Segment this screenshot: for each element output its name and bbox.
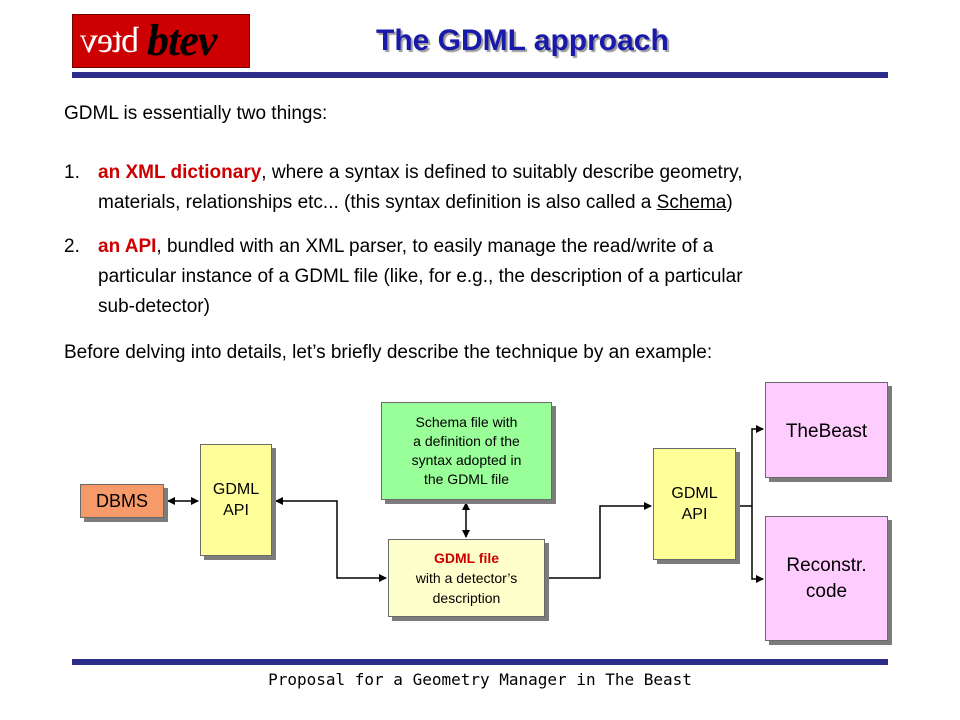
highlight-text: an API (98, 236, 157, 257)
list-item-line: 2. an API, bundled with an XML parser, to… (64, 232, 924, 262)
box-line: syntax adopted in (411, 452, 522, 468)
schema-underlined-text: Schema (656, 192, 727, 213)
footer-text: Proposal for a Geometry Manager in The B… (268, 670, 692, 689)
reconstr-code-box: Reconstr. code (765, 516, 888, 641)
box-line: the GDML file (423, 471, 510, 487)
box-line: code (805, 580, 848, 602)
box-line: a definition of the (413, 433, 520, 449)
arrow-api-gdmlfile (275, 497, 387, 582)
list-item-line: 1. an XML dictionary, where a syntax is d… (64, 158, 924, 188)
box-line: Schema file with (415, 414, 518, 430)
intro-text: GDML is essentially two things: (64, 103, 328, 124)
thebeast-box: TheBeast (765, 382, 888, 478)
arrow-to-reconstr (751, 506, 764, 583)
list-item-line: sub-detector) (98, 296, 210, 317)
gdml-api-box-right: GDML API (653, 448, 736, 560)
box-line: API (681, 506, 708, 523)
arrow-to-thebeast (751, 425, 764, 506)
list-item-line: materials, relationships etc... (this sy… (64, 188, 924, 218)
highlight-text: an XML dictionary (98, 162, 262, 183)
list-item-text: materials, relationships etc... (this sy… (98, 192, 657, 213)
gdml-file-box: GDML file with a detector’s description (388, 539, 545, 617)
box-line: API (223, 502, 249, 519)
list-number: 1. (64, 162, 80, 183)
dbms-box: DBMS (80, 484, 164, 518)
dbms-label: DBMS (95, 490, 148, 511)
gdml-file-title: GDML file (433, 550, 500, 566)
top-divider (72, 72, 888, 78)
list-item-line: particular instance of a GDML file (like… (98, 266, 743, 287)
list-item-api: 2. an API, bundled with an XML parser, to… (64, 232, 924, 322)
schema-file-box: Schema file with a definition of the syn… (381, 402, 552, 500)
box-line: GDML (212, 481, 260, 498)
slide-title: The GDML approach (376, 24, 669, 57)
box-line: Reconstr. (786, 554, 867, 576)
logo-text: btev (147, 16, 217, 65)
list-item-text: ) (726, 192, 733, 213)
box-line: GDML (671, 485, 718, 502)
gdml-api-box-left: GDML API (200, 444, 272, 556)
list-item-text: , where a syntax is defined to suitably … (261, 162, 743, 183)
box-line: with a detector’s (415, 570, 518, 586)
arrow-gdmlfile-api (548, 502, 652, 579)
list-number: 2. (64, 236, 80, 257)
box-line: description (432, 590, 501, 606)
btev-logo: btev btev (72, 14, 250, 68)
list-item-text: , bundled with an XML parser, to easily … (156, 236, 714, 257)
example-intro-text: Before delving into details, let’s brief… (64, 342, 713, 363)
bottom-divider (72, 659, 888, 665)
thebeast-label: TheBeast (785, 421, 868, 442)
list-item-xml-dictionary: 1. an XML dictionary, where a syntax is d… (64, 158, 924, 218)
